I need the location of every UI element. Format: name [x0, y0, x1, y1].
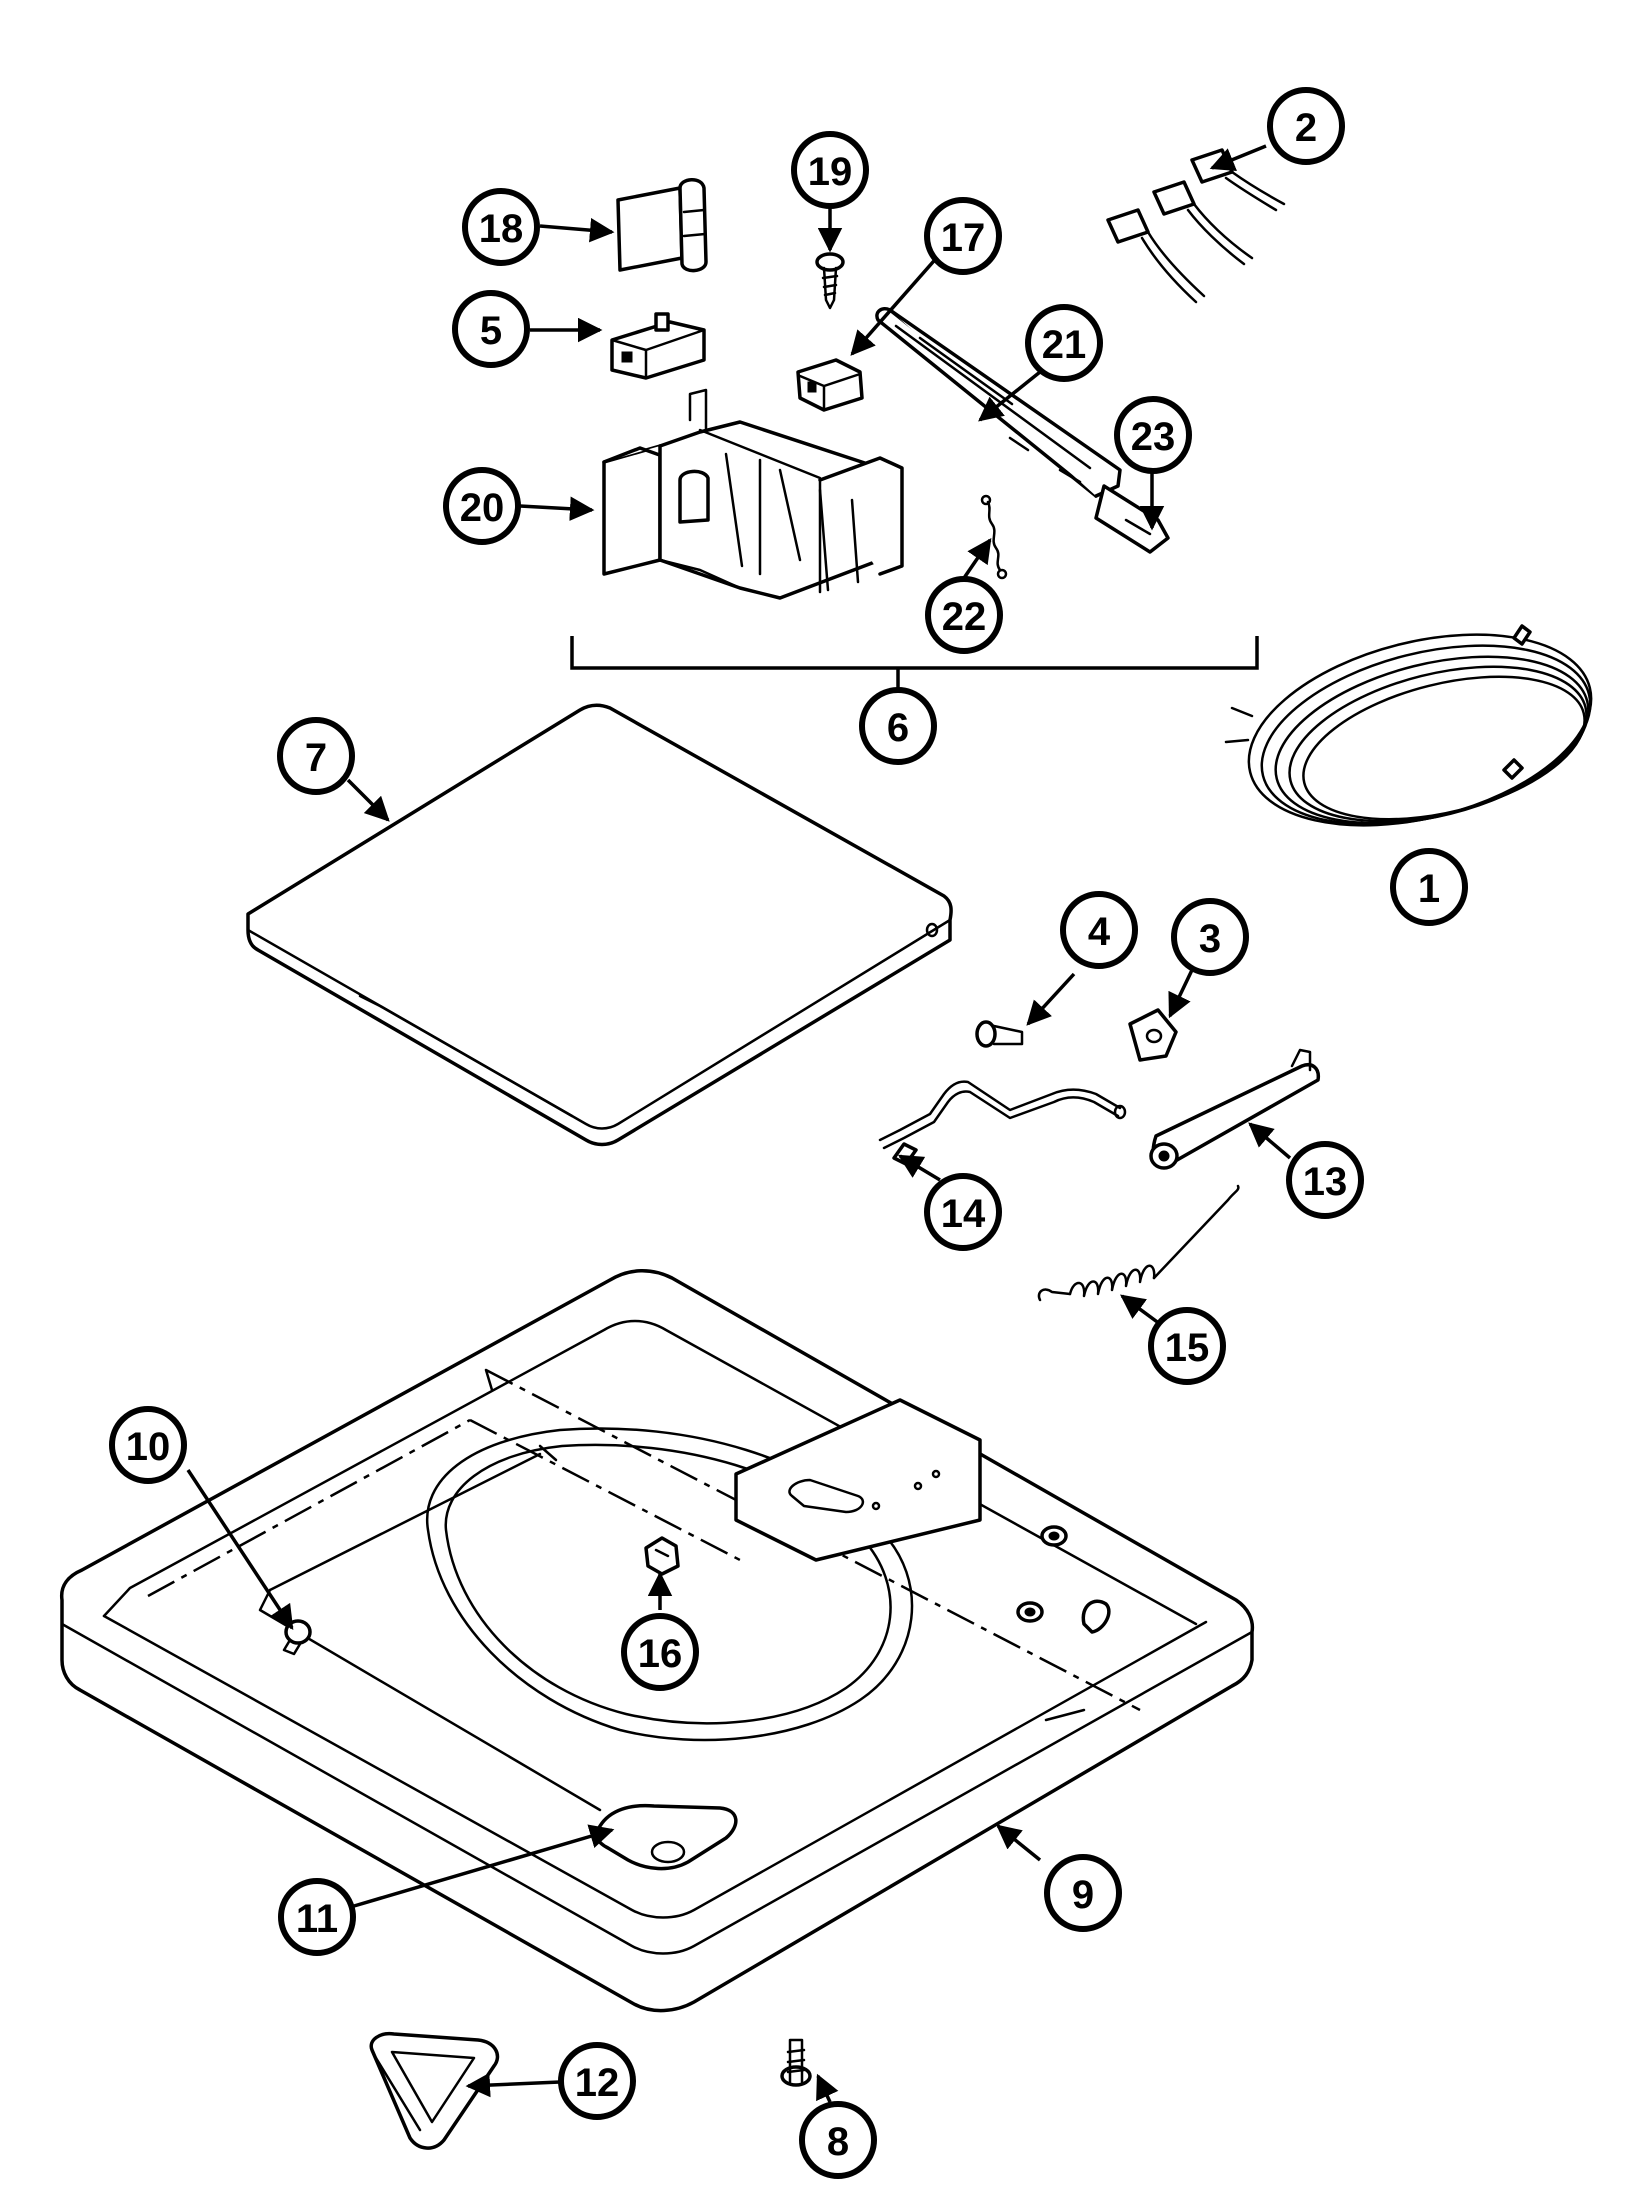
switch-housing-part: [602, 388, 904, 600]
callout-label: 16: [638, 1632, 683, 1676]
callout-label: 12: [575, 2061, 620, 2105]
rod-part: [878, 1080, 1127, 1166]
wire-terminals-part: [1106, 148, 1286, 304]
callout-9: 9: [1044, 1854, 1122, 1932]
callout-label: 9: [1072, 1873, 1094, 1917]
callout-14: 14: [924, 1173, 1002, 1251]
callout-22: 22: [925, 576, 1003, 654]
callout-23: 23: [1114, 396, 1192, 474]
callout-1: 1: [1390, 848, 1468, 926]
callout-label: 8: [827, 2120, 849, 2164]
callout-13: 13: [1286, 1141, 1364, 1219]
callout-5: 5: [452, 290, 530, 368]
hinge-part: [616, 178, 708, 273]
callout-label: 20: [460, 486, 505, 530]
screw-bottom-part: [780, 2038, 812, 2087]
callout-label: 19: [808, 150, 853, 194]
callout-label: 3: [1199, 917, 1221, 961]
callout-8: 8: [799, 2101, 877, 2179]
callout-label: 5: [480, 309, 502, 353]
callout-label: 15: [1165, 1326, 1210, 1370]
callout-label: 23: [1131, 415, 1176, 459]
callout-20: 20: [443, 467, 521, 545]
callout-17: 17: [924, 197, 1002, 275]
callout-7: 7: [277, 717, 355, 795]
callout-label: 22: [942, 595, 987, 639]
callout-label: 1: [1418, 867, 1440, 911]
callout-label: 7: [305, 736, 327, 780]
lever-part: [1149, 1048, 1321, 1170]
callout-19: 19: [791, 131, 869, 209]
callout-11: 11: [278, 1878, 356, 1956]
callout-6: 6: [859, 687, 937, 765]
switch-block-part: [610, 312, 706, 380]
callout-label: 6: [887, 706, 909, 750]
callout-label: 10: [126, 1425, 171, 1469]
triangle-grommet-part: [369, 2031, 500, 2150]
callout-label: 13: [1303, 1160, 1348, 1204]
callout-label: 21: [1042, 323, 1087, 367]
callout-21: 21: [1025, 304, 1103, 382]
callout-label: 14: [941, 1192, 986, 1236]
kit-bracket: [570, 636, 1259, 688]
callout-10: 10: [109, 1406, 187, 1484]
callout-12: 12: [558, 2042, 636, 2120]
spring-part: [1037, 1184, 1240, 1302]
screw-part: [815, 252, 845, 310]
leader-lines: [186, 144, 1292, 2103]
callout-16: 16: [621, 1613, 699, 1691]
callout-4: 4: [1060, 891, 1138, 969]
callout-18: 18: [462, 188, 540, 266]
bolt-part: [975, 1020, 1024, 1048]
callout-label: 18: [479, 207, 524, 251]
clip-nut-part: [1128, 1008, 1178, 1062]
callout-2: 2: [1267, 87, 1345, 165]
actuator-end-part: [1094, 484, 1170, 554]
small-spring-part: [980, 494, 1008, 580]
callout-label: 17: [941, 216, 986, 260]
callout-label: 4: [1088, 910, 1111, 954]
lid-part: [246, 703, 953, 1147]
callout-3: 3: [1171, 898, 1249, 976]
callout-label: 2: [1295, 106, 1317, 150]
callout-label: 11: [296, 1897, 338, 1941]
power-cord-part: [1224, 624, 1593, 827]
clip-part: [644, 1536, 680, 1576]
callout-15: 15: [1148, 1307, 1226, 1385]
micro-switch-part: [796, 358, 864, 412]
